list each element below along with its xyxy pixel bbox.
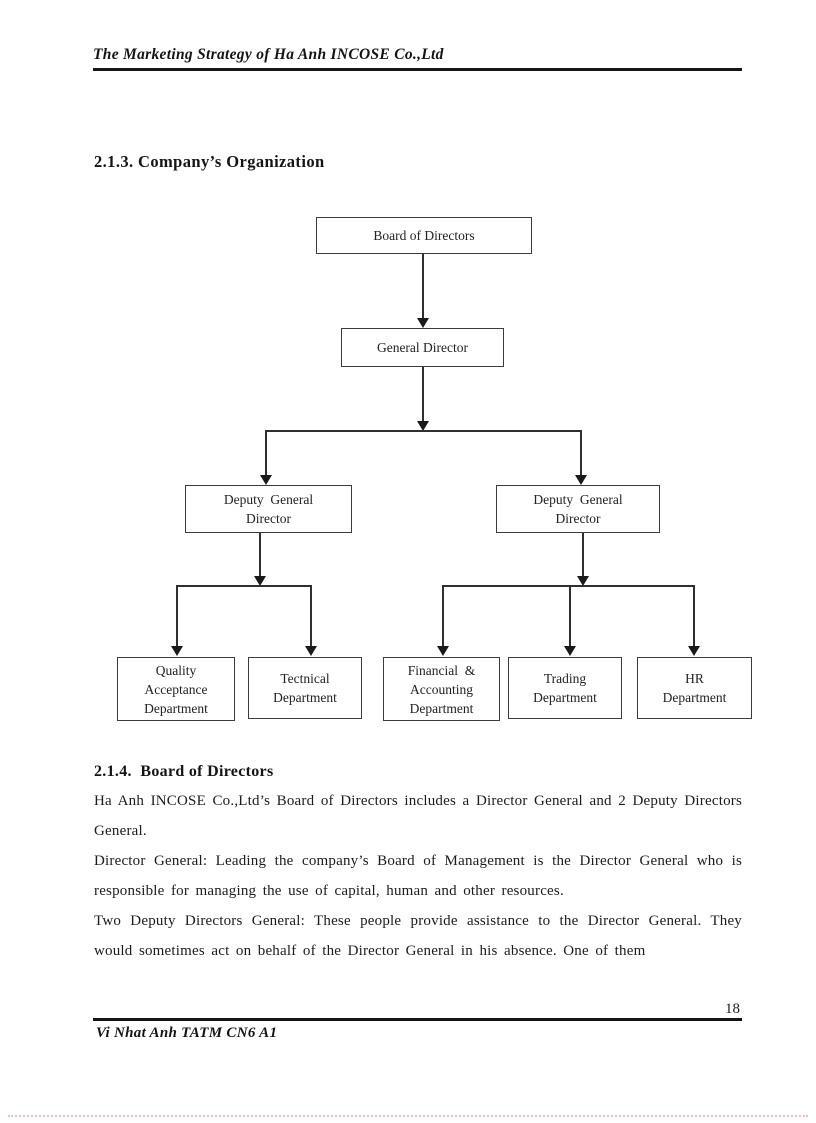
connector-line bbox=[265, 430, 267, 475]
arrow-down-icon bbox=[577, 576, 589, 586]
org-node-trading-department: Trading Department bbox=[508, 657, 622, 719]
org-chart: Board of Directors General Director Depu… bbox=[117, 217, 752, 721]
arrow-down-icon bbox=[254, 576, 266, 586]
org-node-financial-accounting-department: Financial & Accounting Department bbox=[383, 657, 500, 721]
connector-line bbox=[582, 533, 584, 576]
connector-line bbox=[442, 585, 695, 587]
header-title: The Marketing Strategy of Ha Anh INCOSE … bbox=[93, 46, 444, 63]
footer-signature: Vi Nhat Anh TATM CN6 A1 bbox=[96, 1025, 278, 1041]
section-heading-213: 2.1.3. Company’s Organization bbox=[94, 152, 325, 171]
org-node-board-of-directors: Board of Directors bbox=[316, 217, 532, 254]
connector-line bbox=[422, 367, 424, 421]
arrow-down-icon bbox=[260, 475, 272, 485]
connector-line bbox=[176, 585, 178, 646]
org-node-deputy-general-director-right: Deputy General Director bbox=[496, 485, 660, 533]
paragraph-board-composition: Ha Anh INCOSE Co.,Ltd’s Board of Directo… bbox=[94, 793, 742, 839]
section-heading-214: 2.1.4. Board of Directors bbox=[94, 763, 274, 780]
connector-line bbox=[580, 430, 582, 475]
paragraph-director-general: Director General: Leading the company’s … bbox=[94, 853, 742, 899]
org-node-general-director: General Director bbox=[341, 328, 504, 367]
page-number: 18 bbox=[725, 1001, 740, 1017]
org-node-technical-department: Tectnical Department bbox=[248, 657, 362, 719]
org-node-hr-department: HR Department bbox=[637, 657, 752, 719]
page-header: The Marketing Strategy of Ha Anh INCOSE … bbox=[93, 45, 742, 71]
body-text: Ha Anh INCOSE Co.,Ltd’s Board of Directo… bbox=[94, 786, 742, 966]
arrow-down-icon bbox=[417, 421, 429, 431]
footer-rule bbox=[93, 1018, 742, 1021]
connector-line bbox=[693, 585, 695, 646]
bottom-dotted-line bbox=[8, 1115, 808, 1117]
connector-line bbox=[310, 585, 312, 646]
arrow-down-icon bbox=[575, 475, 587, 485]
arrow-down-icon bbox=[564, 646, 576, 656]
arrow-down-icon bbox=[417, 318, 429, 328]
connector-line bbox=[442, 585, 444, 646]
org-node-quality-acceptance-department: Quality Acceptance Department bbox=[117, 657, 235, 721]
arrow-down-icon bbox=[171, 646, 183, 656]
arrow-down-icon bbox=[688, 646, 700, 656]
connector-line bbox=[176, 585, 312, 587]
arrow-down-icon bbox=[437, 646, 449, 656]
connector-line bbox=[422, 254, 424, 318]
org-node-deputy-general-director-left: Deputy General Director bbox=[185, 485, 352, 533]
arrow-down-icon bbox=[305, 646, 317, 656]
connector-line bbox=[265, 430, 582, 432]
connector-line bbox=[259, 533, 261, 576]
connector-line bbox=[569, 585, 571, 646]
paragraph-deputy-directors: Two Deputy Directors General: These peop… bbox=[94, 913, 742, 959]
